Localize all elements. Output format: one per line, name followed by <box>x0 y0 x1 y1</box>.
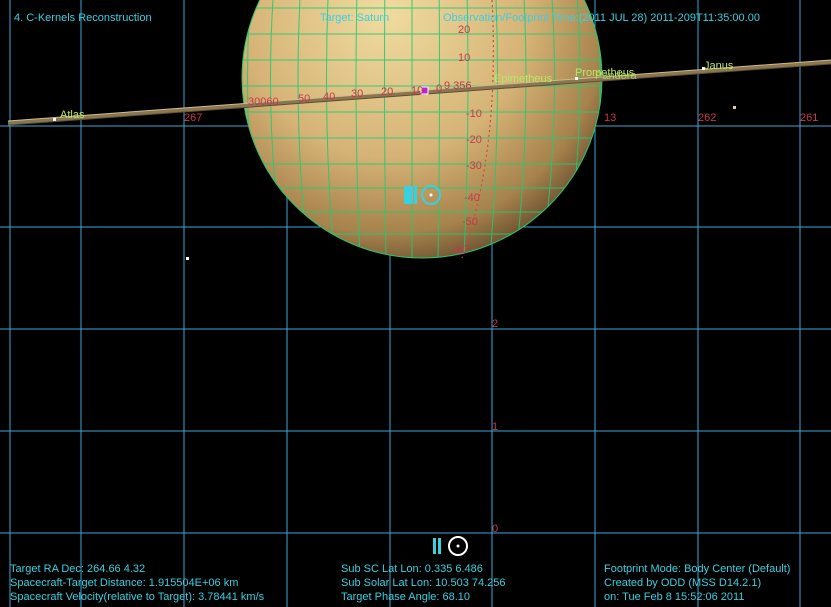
latitude-label: -50 <box>462 216 478 228</box>
footer-center: Sub SC Lat Lon: 0.335 6.486 Sub Solar La… <box>341 562 506 604</box>
latitude-label: -60 <box>452 244 468 256</box>
observation-time: Observation/Footprint Time:(2011 JUL 28)… <box>443 12 760 24</box>
moon-marker <box>575 77 578 80</box>
moon-marker <box>702 67 705 70</box>
created-by: Created by ODD (MSS D14.2.1) <box>604 577 762 589</box>
star-dot <box>733 106 736 109</box>
latitude-label: 20 <box>458 24 471 36</box>
ring-radius-label: 50 <box>298 93 311 105</box>
moon-label-prometheus: Prometheus <box>575 67 635 79</box>
ring-plane <box>7 59 831 126</box>
ring-radius-label: 9 356 <box>444 80 472 92</box>
target-ra-dec: Target RA Dec: 264.66 4.32 <box>10 563 146 575</box>
ring-radius-label: 40 <box>323 91 336 103</box>
created-on: on: Tue Feb 8 15:52:06 2011 <box>604 591 745 603</box>
ring-longitude-label: 13 <box>604 112 617 124</box>
footprint-marker[interactable] <box>420 86 429 95</box>
sub-sc-lat-lon: Sub SC Lat Lon: 0.335 6.486 <box>341 563 483 575</box>
column-label: 2 <box>492 318 499 330</box>
footer-right: Footprint Mode: Body Center (Default) Cr… <box>604 562 790 604</box>
sub-solar-lat-lon: Sub Solar Lat Lon: 10.503 74.256 <box>341 577 506 589</box>
latitude-label: -30 <box>466 160 482 172</box>
latitude-label: 10 <box>458 52 471 64</box>
ring-longitude-label: 261 <box>800 112 819 124</box>
ring-longitude-label: 262 <box>698 112 717 124</box>
footprint-mode: Footprint Mode: Body Center (Default) <box>604 563 791 575</box>
star-dot <box>186 257 189 260</box>
sun-direction-icon <box>433 536 468 556</box>
target-name: Target: Saturn <box>320 12 390 24</box>
ring-radius-label: 20 <box>381 86 394 98</box>
column-label: 0 <box>492 523 499 535</box>
ring-radius-label: 30060 <box>248 96 279 108</box>
moon-label-janus: Janus <box>704 60 734 72</box>
column-label: 1 <box>492 421 499 433</box>
latitude-label: -10 <box>466 108 482 120</box>
ring-radius-label: 10 <box>411 85 424 97</box>
ring-longitude-label: 267 <box>184 112 203 124</box>
moon-label-epimetheus: Epimetheus <box>494 73 553 85</box>
spacecraft-target-distance: Spacecraft-Target Distance: 1.915504E+06… <box>10 577 239 589</box>
view-title: 4. C-Kernels Reconstruction <box>14 12 152 24</box>
moon-marker <box>53 118 56 121</box>
spacecraft-icon <box>404 185 441 205</box>
latitude-label: -40 <box>464 192 480 204</box>
latitude-label: -20 <box>466 134 482 146</box>
ring-radius-label: 0 <box>436 83 443 95</box>
terminator-line <box>461 0 494 259</box>
ring-radius-label: 30 <box>351 88 364 100</box>
saturn-planet[interactable] <box>230 0 620 259</box>
moon-label-atlas: Atlas <box>60 109 85 121</box>
moon-label-pandora: Pandora <box>595 70 637 82</box>
target-phase-angle: Target Phase Angle: 68.10 <box>341 591 471 603</box>
spacecraft-velocity: Spacecraft Velocity(relative to Target):… <box>10 591 265 603</box>
footer-left: Target RA Dec: 264.66 4.32 Spacecraft-Ta… <box>10 562 264 604</box>
